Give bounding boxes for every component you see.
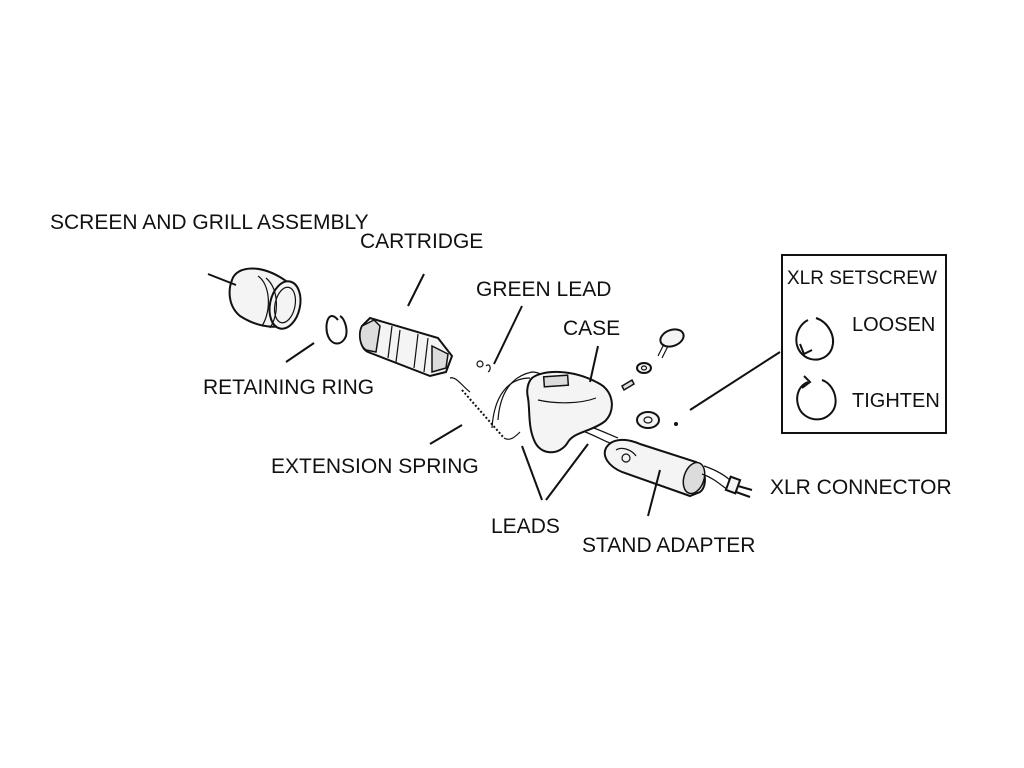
label-extension-spring: EXTENSION SPRING <box>271 455 479 478</box>
label-leads: LEADS <box>491 515 560 538</box>
leader-stand-adapter <box>647 469 661 517</box>
label-green-lead: GREEN LEAD <box>476 278 612 301</box>
xlr-setscrew-inset <box>781 254 947 434</box>
xlr-connector <box>701 465 753 498</box>
extension-spring <box>449 377 521 440</box>
label-stand-adapter: STAND ADAPTER <box>582 534 756 557</box>
leader-setscrew-inset <box>689 351 781 411</box>
stand-adapter <box>603 438 706 498</box>
leader-leads-left <box>521 445 543 501</box>
label-cartridge: CARTRIDGE <box>360 230 484 253</box>
cartridge <box>359 316 454 378</box>
case <box>526 370 613 454</box>
retaining-ring <box>325 315 348 345</box>
inset-tighten-label: TIGHTEN <box>852 390 940 412</box>
leader-retaining-ring <box>285 342 315 363</box>
leader-green-lead <box>493 305 523 365</box>
label-case: CASE <box>563 317 621 340</box>
leader-case <box>589 345 599 383</box>
inset-loosen-label: LOOSEN <box>852 314 936 336</box>
leader-extension-spring <box>429 424 463 445</box>
label-screen-grill-assembly: SCREEN AND GRILL ASSEMBLY <box>50 211 369 234</box>
label-retaining-ring: RETAINING RING <box>203 376 375 399</box>
inset-title: XLR SETSCREW <box>787 268 937 289</box>
label-xlr-connector: XLR CONNECTOR <box>770 476 952 499</box>
leader-leads-right <box>545 443 589 501</box>
green-lead-screw <box>476 360 491 373</box>
leader-cartridge <box>407 273 425 307</box>
screen-grill-assembly <box>228 267 302 330</box>
leader-screen-grill <box>207 273 237 286</box>
tighten-arrow-icon <box>796 375 837 421</box>
loosen-arrow-icon <box>795 317 834 361</box>
setscrew-parts <box>621 328 685 429</box>
